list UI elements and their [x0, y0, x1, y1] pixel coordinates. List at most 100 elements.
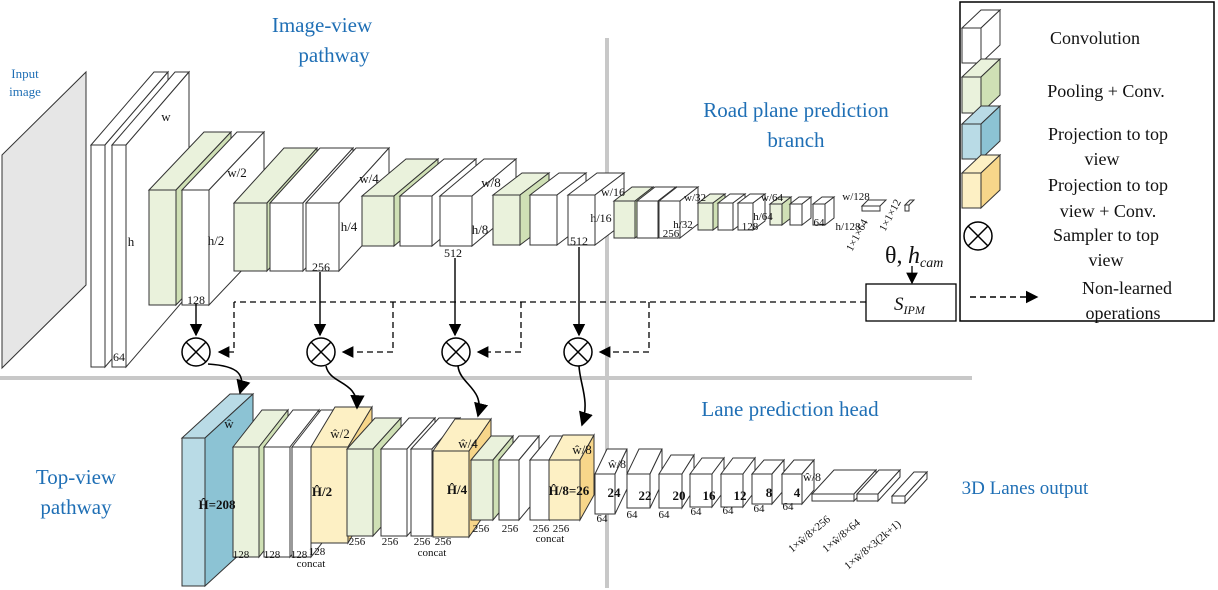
- sampler-2: [306, 337, 336, 367]
- tv-projconv-3: [548, 433, 595, 522]
- label-w128: w/128: [842, 191, 870, 203]
- legend-pool-swatch: [960, 57, 1002, 115]
- conv-2b: [180, 130, 266, 307]
- legend-conv-swatch: [960, 8, 1002, 65]
- tv-label-w2: ŵ/2: [330, 426, 350, 441]
- lh-ch-24: 24: [608, 485, 622, 500]
- image-view-title: Image-view: [272, 13, 373, 37]
- lh-ch-20: 20: [673, 488, 686, 503]
- tv-label-256b: 256: [382, 536, 399, 548]
- lh-conv-4: [689, 456, 725, 509]
- road-plane-vector-2: [903, 199, 916, 206]
- legend-sampler-icon: [963, 221, 993, 251]
- input-image: [1, 70, 87, 370]
- tv-label-256e: 256: [473, 523, 490, 535]
- tv-concat-3: concat: [536, 533, 565, 545]
- tv-label-w8: ŵ/8: [572, 442, 592, 457]
- label-h: h: [128, 234, 135, 249]
- label-256: 256: [312, 260, 330, 274]
- tv-label-256c: 256: [414, 536, 431, 548]
- tv-label-256f: 256: [502, 523, 519, 535]
- top-view-title: Top-view: [36, 465, 117, 489]
- top-view-title-2: pathway: [40, 495, 112, 519]
- lh-ch-8: 8: [766, 485, 773, 500]
- legend-nonlearned-label: Non-learned: [1082, 278, 1172, 298]
- tv-concat-2: concat: [418, 547, 447, 559]
- label-h64: h/64: [753, 211, 773, 223]
- sampler-3: [441, 337, 471, 367]
- tv-label-256a: 256: [349, 536, 366, 548]
- lh-ch-22: 22: [639, 488, 652, 503]
- label-w64: w/64: [761, 192, 784, 204]
- label-512b: 512: [570, 234, 588, 248]
- camera-height: hcam: [908, 243, 943, 271]
- tv-label-256g: 256: [533, 523, 550, 535]
- road-plane-title: Road plane prediction: [703, 98, 889, 122]
- lh-conv-1: [594, 448, 628, 515]
- label-512a: 512: [444, 246, 462, 260]
- lh-c64-1: 64: [597, 513, 609, 525]
- lh-c64-4: 64: [691, 506, 703, 518]
- lh-conv-6: [750, 458, 786, 506]
- lh-c64-2: 64: [627, 509, 639, 521]
- legend-proj-label-2: view: [1085, 149, 1120, 169]
- lh-label-w8b: ŵ/8: [803, 470, 821, 484]
- tv-label-w4: ŵ/4: [458, 436, 478, 451]
- legend-projconv-swatch: [960, 153, 1002, 210]
- label-64: 64: [113, 350, 125, 364]
- sipm-box: [865, 283, 957, 322]
- label-w2: w/2: [227, 165, 247, 180]
- label-256b: 256: [663, 228, 680, 240]
- sipm-label: SIPM: [894, 294, 926, 317]
- legend-proj-swatch: [960, 104, 1002, 161]
- tv-label-H8: Ĥ/8=26: [549, 483, 590, 498]
- lh-conv-7: [780, 458, 816, 506]
- legend-sampler-label-2: view: [1089, 250, 1124, 270]
- legend-conv-label: Convolution: [1050, 28, 1140, 48]
- label-w32: w/32: [684, 192, 706, 204]
- legend-nonlearned-label-2: operations: [1086, 303, 1161, 323]
- label-128: 128: [187, 293, 205, 307]
- lanes-output-label: 3D Lanes output: [962, 478, 1089, 499]
- lh-c64-5: 64: [723, 505, 735, 517]
- legend-sampler-label: Sampler to top: [1053, 225, 1159, 245]
- label-h8: h/8: [472, 222, 489, 237]
- label-w16: w/16: [601, 185, 625, 199]
- conv-7c: [736, 193, 767, 231]
- road-plane-title-2: branch: [767, 128, 825, 152]
- tv-label-128b: 128: [264, 549, 281, 561]
- sampler-1: [181, 337, 211, 367]
- legend-projconv-label-2: view + Conv.: [1060, 201, 1156, 221]
- label-w4: w/4: [359, 171, 379, 186]
- tv-label-256h: 256: [553, 523, 570, 535]
- label-128b: 128: [742, 221, 759, 233]
- label-w8: w/8: [481, 175, 501, 190]
- lh-output-2: [855, 468, 902, 503]
- feature-to-sampler-arrows: [189, 247, 586, 337]
- tv-label-128a: 128: [233, 549, 250, 561]
- conv-8c: [811, 195, 836, 227]
- camera-theta: θ,: [885, 243, 903, 269]
- conv-5c: [566, 171, 626, 247]
- legend-projconv-label: Projection to top: [1048, 175, 1168, 195]
- tv-label-H4: Ĥ/4: [447, 482, 468, 497]
- conv-8b: [788, 195, 813, 227]
- road-plane-vector-1-front: [861, 205, 881, 212]
- pool-8a: [768, 195, 793, 227]
- tv-label-128d: 128: [309, 546, 326, 558]
- label-64b: 64: [814, 217, 826, 229]
- tv-label-H208: Ĥ=208: [198, 497, 236, 512]
- tv-label-256d: 256: [435, 536, 452, 548]
- lh-label-w8a: ŵ/8: [608, 457, 626, 471]
- input-label-2: image: [9, 84, 41, 99]
- label-h2: h/2: [208, 233, 225, 248]
- legend-box: [959, 1, 1215, 322]
- lh-c64-6: 64: [754, 503, 766, 515]
- tv-label-wh: ŵ: [224, 416, 234, 431]
- lh-c64-7: 64: [783, 501, 795, 513]
- lh-c64-3: 64: [659, 509, 671, 521]
- tv-label-H2: Ĥ/2: [312, 484, 332, 499]
- label-w: w: [161, 109, 171, 124]
- label-h128: h/128: [835, 221, 861, 233]
